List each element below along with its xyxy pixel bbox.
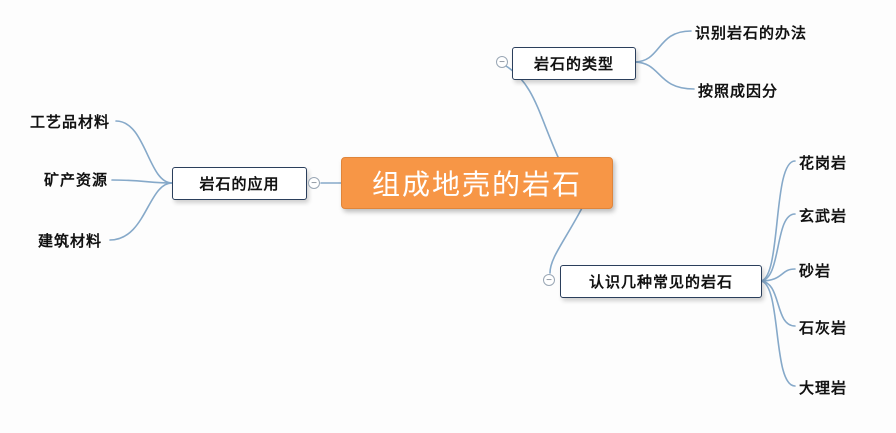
branch-node-rock-types[interactable]: 岩石的类型	[512, 47, 636, 80]
connector-common-sandstone	[759, 268, 796, 282]
leaf-basalt[interactable]: 玄武岩	[799, 208, 848, 225]
leaf-limestone[interactable]: 石灰岩	[799, 320, 848, 337]
connector-types-origin	[633, 61, 695, 90]
connector-common-granite	[759, 160, 796, 282]
collapse-icon[interactable]: −	[308, 177, 320, 189]
connector-common-marble	[759, 280, 796, 387]
central-topic[interactable]: 组成地壳的岩石	[341, 157, 613, 209]
connector-common-limestone	[759, 280, 796, 327]
connector-applications-mineral	[111, 179, 173, 184]
connector-common-basalt	[759, 213, 796, 282]
connector-center-common	[549, 207, 583, 274]
collapse-icon[interactable]: −	[543, 274, 555, 286]
connector-applications-craft	[115, 120, 173, 184]
leaf-classified-by-origin[interactable]: 按照成因分	[698, 83, 779, 100]
branch-node-common-rocks[interactable]: 认识几种常见的岩石	[560, 265, 762, 298]
branch-node-applications[interactable]: 岩石的应用	[172, 167, 307, 200]
connector-types-identify	[633, 30, 692, 63]
leaf-marble[interactable]: 大理岩	[799, 380, 848, 397]
leaf-building-materials[interactable]: 建筑材料	[38, 233, 103, 250]
connector-applications-building	[109, 182, 173, 241]
leaf-identify-methods[interactable]: 识别岩石的办法	[695, 25, 808, 42]
leaf-sandstone[interactable]: 砂岩	[799, 263, 832, 280]
collapse-icon[interactable]: −	[496, 56, 508, 68]
leaf-mineral-resources[interactable]: 矿产资源	[44, 172, 109, 189]
leaf-granite[interactable]: 花岗岩	[799, 155, 848, 172]
leaf-craft-materials[interactable]: 工艺品材料	[30, 114, 111, 131]
